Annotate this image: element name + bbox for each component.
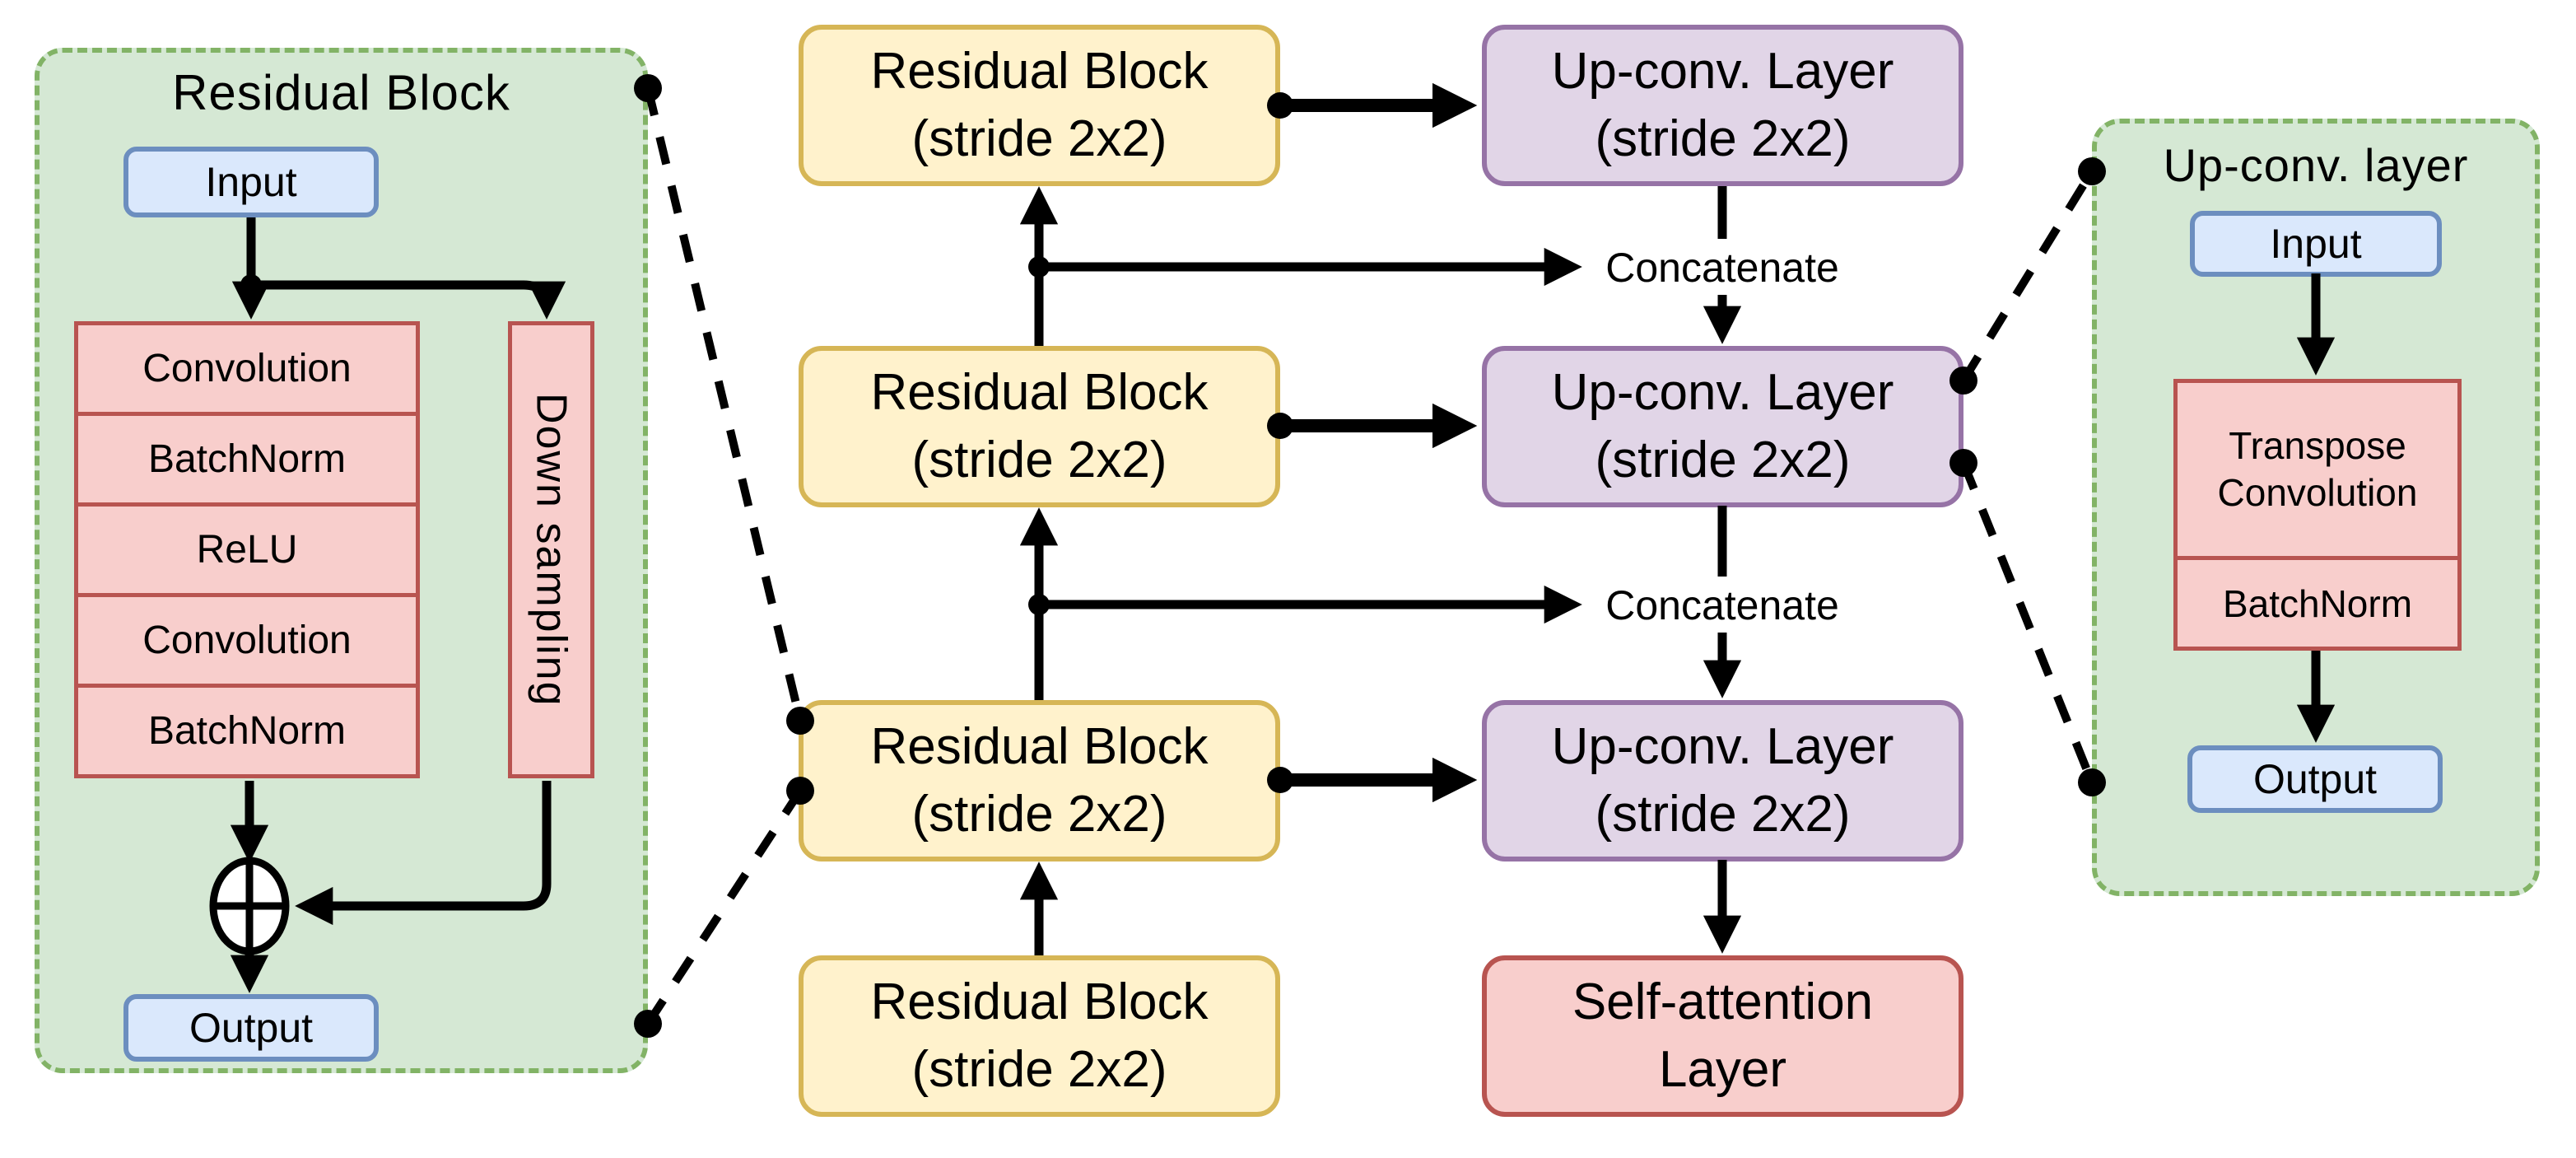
- transpose-convolution-row: Transpose Convolution: [2217, 423, 2418, 515]
- upconv-layer-1: Up-conv. Layer (stride 2x2): [1482, 25, 1963, 186]
- block-name: Residual Block: [870, 43, 1209, 100]
- stack-layer-batchnorm-1: BatchNorm: [78, 412, 416, 502]
- upconv-layer-3: Up-conv. Layer (stride 2x2): [1482, 700, 1963, 861]
- down-sampling-box: Down sampling: [508, 321, 594, 778]
- left-panel-title: Residual Block: [172, 65, 510, 120]
- callout-line-left-top: [644, 86, 804, 722]
- upconv-layer-2: Up-conv. Layer (stride 2x2): [1482, 346, 1963, 507]
- right-panel-title: Up-conv. layer: [2163, 139, 2469, 191]
- block-name: Up-conv. Layer: [1551, 364, 1894, 422]
- left-output-box: Output: [123, 994, 379, 1062]
- left-input-box: Input: [123, 147, 379, 217]
- block-name: Residual Block: [870, 974, 1209, 1031]
- encoder-decoder-arrows: [1280, 82, 1478, 803]
- junction-dot: [1028, 256, 1050, 278]
- right-input-box: Input: [2190, 211, 2442, 277]
- junction-dot: [1028, 594, 1050, 615]
- block-param: (stride 2x2): [911, 786, 1167, 843]
- right-output-box: Output: [2187, 745, 2443, 813]
- residual-block-2: Residual Block (stride 2x2): [799, 346, 1280, 507]
- block-name: Up-conv. Layer: [1551, 718, 1894, 776]
- residual-block-detail-panel: Residual Block Input Convolution BatchNo…: [35, 48, 648, 1073]
- callout-line-left-bottom: [644, 788, 804, 1026]
- residual-block-3: Residual Block (stride 2x2): [799, 700, 1280, 861]
- upconv-op-stack: Transpose Convolution BatchNorm: [2173, 379, 2462, 651]
- block-name: Up-conv. Layer: [1551, 43, 1894, 100]
- stack-layer-convolution-2: Convolution: [78, 593, 416, 684]
- concatenate-label-1: Concatenate: [1605, 245, 1839, 291]
- block-name: Residual Block: [870, 364, 1209, 422]
- residual-block-4: Residual Block (stride 2x2): [799, 955, 1280, 1117]
- block-param: (stride 2x2): [1595, 110, 1851, 167]
- stack-layer-batchnorm-2: BatchNorm: [78, 684, 416, 774]
- detail-callout-lines: [644, 86, 2096, 1026]
- callout-line-right-bottom: [1959, 461, 2096, 784]
- batchnorm-row: BatchNorm: [2178, 556, 2457, 647]
- self-attention-block: Self-attention Layer: [1482, 955, 1963, 1117]
- block-param: (stride 2x2): [911, 1041, 1167, 1098]
- stack-layer-relu: ReLU: [78, 502, 416, 593]
- stack-layer-convolution-1: Convolution: [142, 347, 352, 390]
- block-param: (stride 2x2): [911, 110, 1167, 167]
- conv-stack: Convolution BatchNorm ReLU Convolution B…: [74, 321, 420, 778]
- residual-block-1: Residual Block (stride 2x2): [799, 25, 1280, 186]
- block-param: (stride 2x2): [1595, 432, 1851, 488]
- block-param: Layer: [1658, 1041, 1787, 1098]
- callout-line-right-top: [1959, 169, 2096, 383]
- block-param: (stride 2x2): [911, 432, 1167, 488]
- block-param: (stride 2x2): [1595, 786, 1851, 843]
- block-name: Self-attention: [1572, 974, 1874, 1031]
- upconv-layer-detail-panel: Up-conv. layer Input Transpose Convoluti…: [2092, 119, 2540, 896]
- block-name: Residual Block: [870, 718, 1209, 776]
- concatenate-label-2: Concatenate: [1605, 582, 1839, 628]
